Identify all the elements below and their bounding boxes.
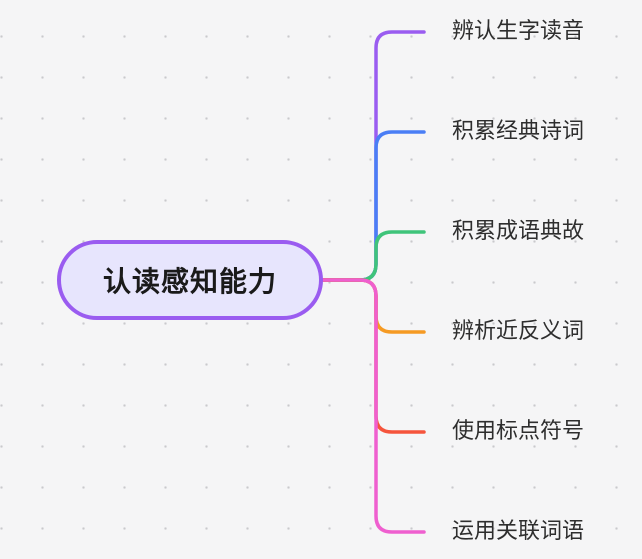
connector-3 — [321, 230, 426, 282]
branch-node-6[interactable]: 运用关联词语 — [452, 519, 585, 544]
root-node[interactable]: 认读感知能力 — [57, 240, 323, 320]
root-node-label: 认读感知能力 — [102, 265, 277, 298]
branch-node-5[interactable]: 使用标点符号 — [452, 419, 585, 444]
branch-node-1[interactable]: 辨认生字读音 — [452, 19, 585, 44]
connector-2 — [321, 130, 426, 282]
connector-6 — [321, 278, 426, 534]
connector-1 — [321, 30, 426, 282]
branch-node-2[interactable]: 积累经典诗词 — [452, 119, 585, 144]
connector-5 — [321, 278, 426, 434]
branch-node-3[interactable]: 积累成语典故 — [452, 219, 585, 244]
branch-node-4[interactable]: 辨析近反义词 — [452, 319, 585, 344]
